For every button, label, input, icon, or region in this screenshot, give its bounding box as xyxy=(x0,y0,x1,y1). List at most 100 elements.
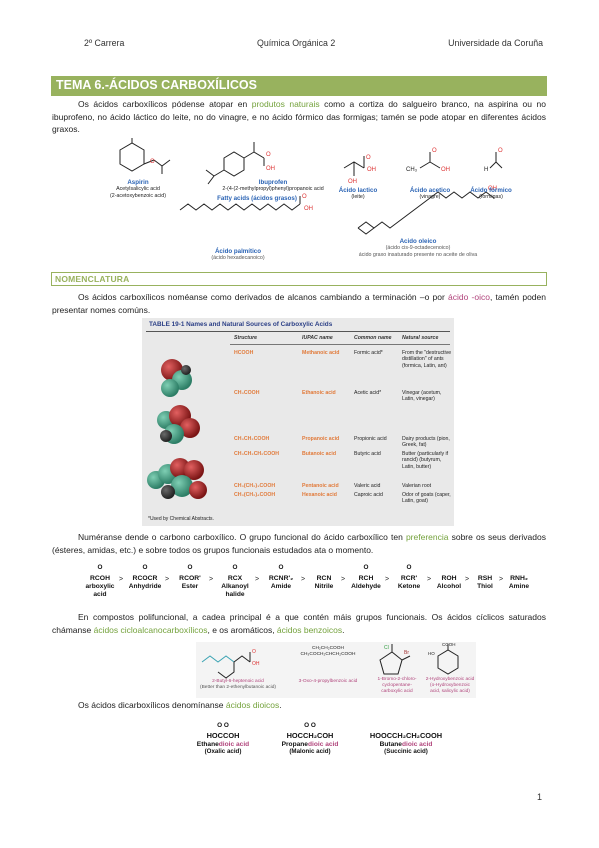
cyclopentane-structure xyxy=(379,644,411,675)
salicylic-ho: HO xyxy=(428,651,435,656)
dioic-text-2: . xyxy=(279,700,282,710)
ketone-name: Ketone xyxy=(397,583,421,590)
natural-structures-svg: O O O OH O OH O OH OH C xyxy=(119,138,503,235)
cl-atom: Cl xyxy=(384,645,389,651)
ex3-name-1: 1-Bromo-2-chloro- xyxy=(377,677,417,682)
gt-9: > xyxy=(465,576,470,583)
palmitic-structure xyxy=(179,196,301,211)
priority-item-acid: O RCOH arboxylic acid xyxy=(83,564,117,598)
nom-text-1: Os ácidos carboxílicos noméanse como der… xyxy=(78,292,449,302)
amide-name: Amide xyxy=(270,583,292,590)
row5-common: Valeric acid xyxy=(354,483,381,489)
aspirin-o2: O xyxy=(150,159,155,165)
priority-item-acyl-halide: O RCX Alkanoyl halide xyxy=(217,564,253,598)
row2-common: Acetic acid* xyxy=(354,390,382,396)
oxalic-name-hl: dioic acid xyxy=(218,741,250,748)
malonic-formula: HOCCH₂COH xyxy=(286,731,334,740)
nom-text-2: , tamén poden presentar nomes comúns. xyxy=(52,292,546,315)
ibuprofen-name: Ibuprofen xyxy=(258,179,288,186)
nitrile-formula: RCN xyxy=(316,575,332,582)
gt-3: > xyxy=(209,576,214,583)
succinic-alt: (Succinic acid) xyxy=(384,748,428,755)
thiol-name: Thiol xyxy=(477,583,493,590)
polyfunctional-examples: O OH Cl Br COOH HO 2-Butyl-6-heptenoic a… xyxy=(196,642,476,698)
row6-iupac: Hexanoic acid xyxy=(302,492,337,498)
priority-item-anhydride: O RCOCR Anhydride xyxy=(127,564,163,591)
heptenoic-main xyxy=(217,652,251,679)
dioic-highlight: ácidos dioicos xyxy=(225,700,280,710)
succinic-spacer xyxy=(356,723,456,731)
acid-name: arboxylic acid xyxy=(85,583,115,598)
ibuprofen-label: Ibuprofen 2-(4-(2-methylpropyl)phenyl)pr… xyxy=(203,179,343,193)
acid-carbonyl: O xyxy=(97,564,103,571)
gt-8: > xyxy=(427,576,432,583)
malonic-name-hl: dioic acid xyxy=(307,741,339,748)
gt-4: > xyxy=(255,576,260,583)
polyfunctional-paragraph: En compostos polifuncional, a cadea prin… xyxy=(52,611,546,636)
oxalic-name: Ethanedioic acid xyxy=(186,741,260,748)
anhydride-name: Anhydride xyxy=(128,583,162,590)
table-rule xyxy=(146,331,450,332)
dioic-item-succinic: HOOCCH₂CH₂COOH Butanedioic acid (Succini… xyxy=(356,723,456,755)
poly-structures-svg: O OH Cl Br COOH HO xyxy=(201,642,459,679)
intro-highlight: produtos naturais xyxy=(251,99,320,109)
ketone-carbonyl: O xyxy=(406,564,412,571)
aspirin-sub2: (2-acetoxybenzoic acid) xyxy=(110,192,166,199)
priority-item-thiol: RSH Thiol xyxy=(473,565,497,591)
formic-h: H xyxy=(484,167,488,173)
row2-source: Vinegar (acetum, Latin, vinegar) xyxy=(402,390,442,403)
row1-structure: HCOOH xyxy=(234,350,254,356)
dioic-paragraph: Os ácidos dicarboxílicos denomínanse áci… xyxy=(52,699,546,712)
aspirin-o: O xyxy=(137,138,142,139)
table-header-iupac: IUPAC name xyxy=(302,335,333,341)
anhydride-carbonyl: O xyxy=(142,564,148,571)
row6-source: Odor of goats (caper, Latin, goat) xyxy=(402,492,451,505)
poly-highlight-2: ácidos benzoicos xyxy=(276,624,343,635)
malonic-name: Propanedioic acid xyxy=(270,741,350,748)
aspirin-sub1: Acetylsalicylic acid xyxy=(116,186,160,193)
priority-item-ester: O RCOR' Ester xyxy=(173,564,207,591)
acetic-structure xyxy=(419,152,441,169)
row5-iupac: Pentanoic acid xyxy=(302,483,339,489)
intro-text-1: Os ácidos carboxílicos pódense atopar en xyxy=(78,99,252,109)
table-header-structure: Structure xyxy=(234,335,258,341)
alcohol-formula: ROH xyxy=(441,575,457,582)
priority-item-ketone: O RCR' Ketone xyxy=(393,564,425,591)
oleic-sub: (ácido cis-9-octadecenoico) xyxy=(385,245,451,252)
fatty-title: Fatty acids (ácidos grasos) xyxy=(217,195,297,202)
ex2-label: 3-Oxo-4-propylbenzoic acid xyxy=(298,679,358,684)
acetic-model xyxy=(157,405,200,444)
ketone-formula: RCR' xyxy=(400,575,418,582)
gt-6: > xyxy=(341,576,346,583)
ex4-name-3: acid, salicylic acid) xyxy=(430,688,470,694)
poly-highlight-1: ácidos cicloalcanocarboxílicos xyxy=(93,624,208,635)
priority-paragraph: Numéranse dende o carbono carboxílico. O… xyxy=(52,531,546,556)
salicylic-structure xyxy=(437,644,459,675)
header-subject: Química Orgánica 2 xyxy=(257,38,336,48)
priority-text-2: sobre os seus derivados (ésteres, amidas… xyxy=(52,532,546,555)
amide-carbonyl: O xyxy=(278,564,284,571)
priority-item-nitrile: RCN Nitrile xyxy=(309,565,339,591)
palmitic-name: Ácido palmítico xyxy=(214,248,262,255)
palmitic-sub: (ácido hexadecanoico) xyxy=(211,255,265,262)
ester-name: Ester xyxy=(181,583,199,590)
aldehyde-name: Aldehyde xyxy=(351,583,381,590)
acetic-label: Ácido acetico (vinagre) xyxy=(402,187,458,201)
ex4-label: 2-Hydroxybenzoic acid (o-Hydroxybenzoic … xyxy=(424,677,476,694)
lactic-label: Ácido lactico (leite) xyxy=(330,187,386,201)
acetic-oh: OH xyxy=(441,167,450,173)
formic-model xyxy=(161,359,192,397)
priority-item-alcohol: ROH Alcohol xyxy=(435,565,463,591)
oxalic-carbonyls: O O xyxy=(217,722,229,729)
row1-source: From the "destructive distillation" of a… xyxy=(402,350,452,369)
priority-item-amide: O RCNR'₂ Amide xyxy=(263,564,299,591)
row3-iupac: Propanoic acid xyxy=(302,436,340,442)
table-header-source: Natural source xyxy=(402,335,439,341)
amine-formula: RNH₂ xyxy=(510,575,528,582)
heptenoic-o: O xyxy=(252,649,256,655)
row6-common: Caproic acid xyxy=(354,492,383,498)
nomenclature-paragraph: Os ácidos carboxílicos noméanse como der… xyxy=(52,291,546,316)
palmitic-o: O xyxy=(302,194,307,200)
formic-o: O xyxy=(498,148,503,154)
alcohol-name: Alcohol xyxy=(436,583,462,590)
